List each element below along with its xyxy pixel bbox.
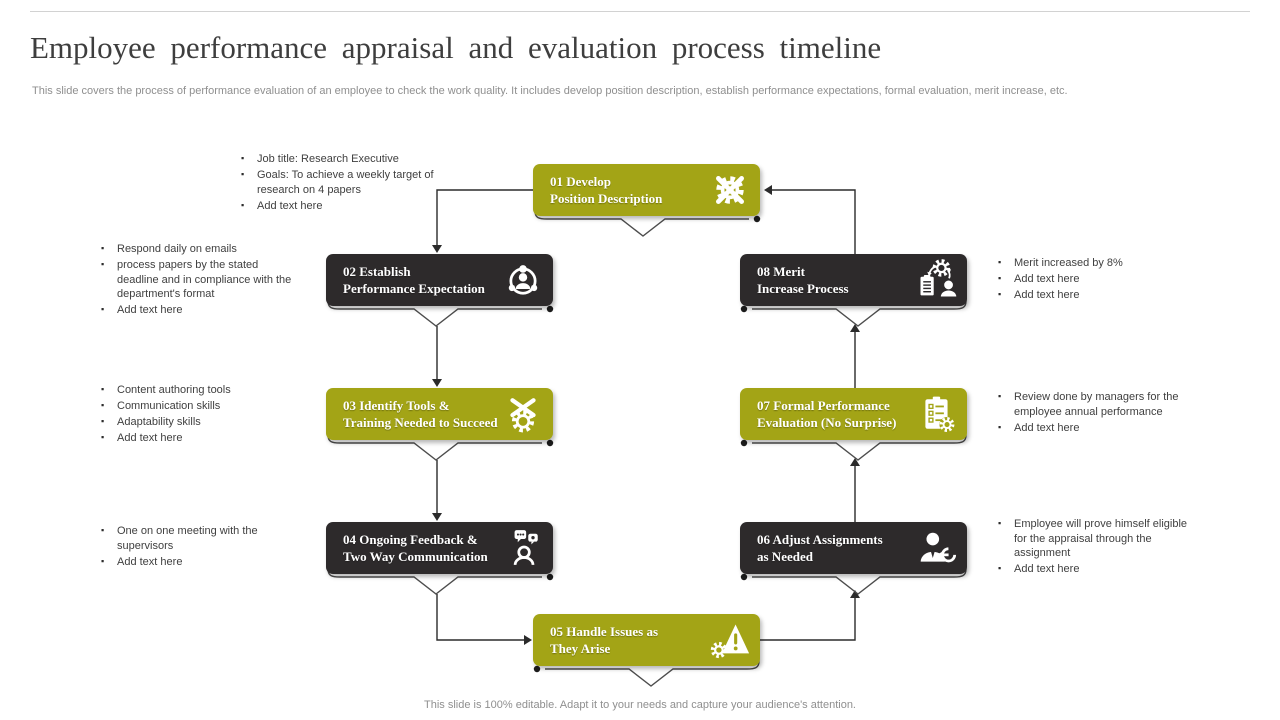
person-money-cycle-icon	[499, 261, 547, 299]
gear-pencil-icon	[706, 171, 754, 209]
note-item: Add text here	[240, 198, 436, 214]
notch-step-05	[527, 660, 767, 690]
note-item: Merit increased by 8%	[997, 255, 1202, 271]
tools-gear-icon	[499, 395, 547, 433]
note-item: Add text here	[100, 554, 296, 570]
notes-step-01: Job title: Research ExecutiveGoals: To a…	[240, 151, 436, 215]
person-chat-icon	[499, 528, 547, 568]
top-divider	[30, 11, 1250, 12]
notes-step-08: Merit increased by 8%Add text hereAdd te…	[997, 255, 1202, 304]
step-box-03-identify-tools-training[interactable]: 03 Identify Tools &Training Needed to Su…	[326, 388, 553, 440]
notes-step-04: One on one meeting with the supervisorsA…	[100, 523, 296, 571]
notch-step-06	[734, 568, 974, 598]
footer-note: This slide is 100% editable. Adapt it to…	[424, 699, 856, 711]
note-item: Review done by managers for the employee…	[997, 389, 1215, 419]
businessman-arrow-icon	[913, 529, 961, 567]
note-item: Add text here	[997, 420, 1215, 436]
notch-step-07	[734, 434, 974, 464]
note-list: Respond daily on emailsprocess papers by…	[100, 241, 296, 318]
note-list: Merit increased by 8%Add text hereAdd te…	[997, 255, 1202, 303]
page-subtitle: This slide covers the process of perform…	[32, 85, 1068, 97]
note-list: Review done by managers for the employee…	[997, 389, 1215, 436]
note-item: process papers by the stated deadline an…	[100, 257, 296, 302]
notch-step-08	[734, 300, 974, 330]
note-item: Add text here	[100, 302, 296, 318]
note-item: Add text here	[100, 430, 296, 446]
note-item: Job title: Research Executive	[240, 151, 436, 167]
note-item: Content authoring tools	[100, 382, 296, 398]
step-label: 04 Ongoing Feedback &Two Way Communicati…	[343, 531, 488, 565]
note-item: Add text here	[997, 561, 1202, 577]
notes-step-06: Employee will prove himself eligible for…	[997, 516, 1202, 578]
note-list: One on one meeting with the supervisorsA…	[100, 523, 296, 570]
notes-step-03: Content authoring toolsCommunication ski…	[100, 382, 296, 447]
note-item: Add text here	[997, 287, 1202, 303]
notes-step-07: Review done by managers for the employee…	[997, 389, 1215, 437]
note-item: Respond daily on emails	[100, 241, 296, 257]
step-box-04-ongoing-feedback-communication[interactable]: 04 Ongoing Feedback &Two Way Communicati…	[326, 522, 553, 574]
warning-gear-icon	[706, 621, 754, 659]
gear-clipboard-person-icon	[913, 259, 961, 301]
note-item: Adaptability skills	[100, 414, 296, 430]
notes-step-02: Respond daily on emailsprocess papers by…	[100, 241, 296, 319]
step-label: 03 Identify Tools &Training Needed to Su…	[343, 397, 498, 431]
note-item: Employee will prove himself eligible for…	[997, 516, 1202, 561]
note-item: One on one meeting with the supervisors	[100, 523, 296, 553]
page-title: Employee performance appraisal and evalu…	[30, 30, 882, 65]
checklist-gear-icon	[913, 394, 961, 434]
note-list: Employee will prove himself eligible for…	[997, 516, 1202, 577]
note-list: Job title: Research ExecutiveGoals: To a…	[240, 151, 436, 214]
note-list: Content authoring toolsCommunication ski…	[100, 382, 296, 446]
note-item: Communication skills	[100, 398, 296, 414]
note-item: Goals: To achieve a weekly target of res…	[240, 167, 436, 197]
note-item: Add text here	[997, 271, 1202, 287]
